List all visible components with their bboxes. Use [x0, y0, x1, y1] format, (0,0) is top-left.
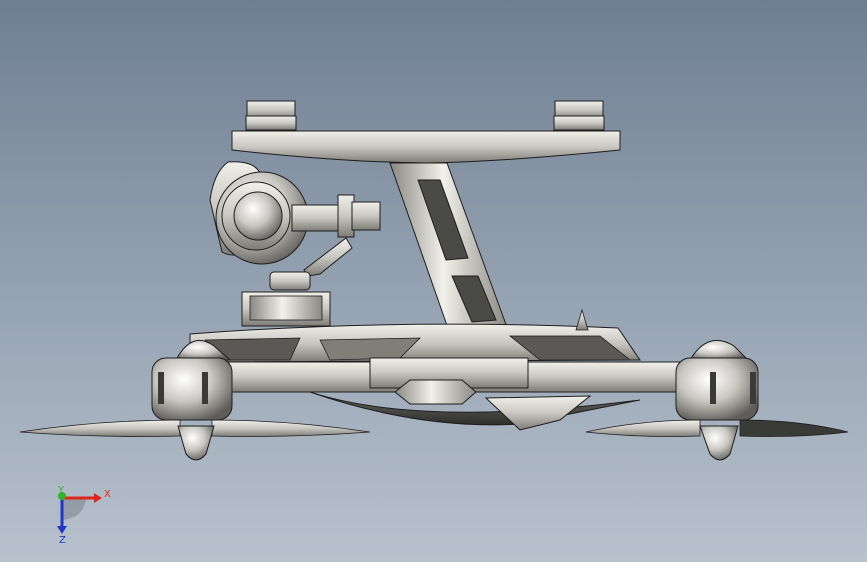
camera-gimbal [209, 161, 381, 327]
body-vent-right [508, 335, 632, 361]
motor-right-dome [689, 339, 750, 361]
body-antenna [575, 308, 589, 331]
triad-z-label: Z [59, 535, 66, 546]
gimbal-lens [233, 191, 283, 241]
drone-body [189, 308, 641, 431]
triad-x-arrow [94, 493, 102, 503]
triad-plane [62, 498, 86, 520]
triad-x-label: X [104, 489, 111, 500]
gimbal-pivot [269, 271, 311, 291]
strut-cutout-lower [451, 275, 497, 323]
gimbal-base-inner [249, 295, 323, 321]
arm-beam [227, 357, 681, 405]
gimbal-arm [291, 204, 341, 232]
gimbal-link [303, 237, 353, 277]
arm-center-diamond [394, 379, 477, 405]
propeller-right-blade-a [585, 419, 701, 437]
motor-right-slot-b [750, 372, 756, 404]
propeller-left-blade-b [211, 419, 371, 437]
strut-cutout-upper [417, 179, 469, 261]
motor-left-slot-b [202, 372, 208, 404]
propeller-right-blade-b [739, 419, 849, 437]
motor-right [585, 339, 849, 461]
triad-z-arrow [57, 526, 67, 534]
mount-block-left-base [245, 115, 297, 131]
mount-block-right-base [553, 115, 605, 131]
support-strut [389, 162, 509, 335]
orientation-triad[interactable]: X Y Z [57, 485, 111, 546]
motor-left-bell [151, 357, 233, 421]
motor-right-slot-a [710, 372, 716, 404]
triad-y-axis [58, 492, 66, 500]
top-mount-plate [231, 100, 621, 164]
triad-y-label: Y [57, 485, 65, 496]
body-rear-fin [484, 395, 592, 431]
motor-left-spinner [177, 425, 215, 461]
motor-left-dome [175, 339, 232, 361]
motor-right-bell [675, 357, 759, 421]
gimbal-motor [351, 201, 381, 231]
motor-left [19, 339, 371, 461]
motor-right-spinner [699, 425, 739, 461]
motor-left-slot-a [158, 372, 164, 404]
